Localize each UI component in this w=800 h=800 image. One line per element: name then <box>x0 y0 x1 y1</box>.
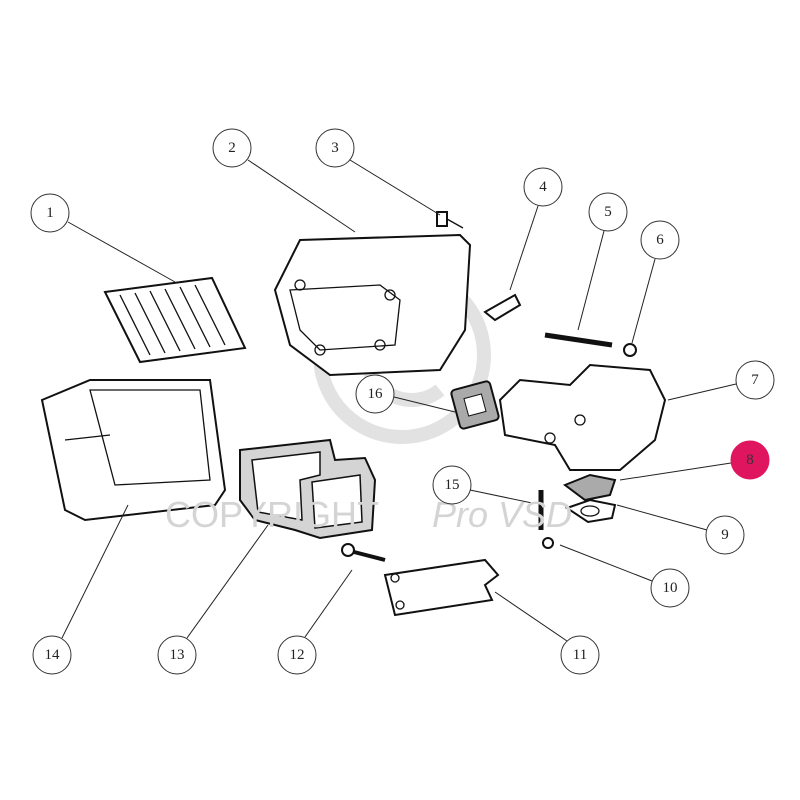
svg-text:13: 13 <box>170 647 185 663</box>
part-screw[interactable] <box>341 543 386 562</box>
callout-11[interactable]: 11 <box>560 635 600 675</box>
part-flange-gasket-lower[interactable] <box>564 498 617 524</box>
svg-text:5: 5 <box>604 204 612 220</box>
svg-text:1: 1 <box>46 205 54 221</box>
svg-text:7: 7 <box>751 372 759 388</box>
callout-15[interactable]: 15 <box>432 465 472 505</box>
watermark-text: COPYRIGHT <box>165 494 379 535</box>
callout-7[interactable]: 7 <box>735 360 775 400</box>
part-air-cleaner-housing[interactable] <box>273 233 472 377</box>
callout-5[interactable]: 5 <box>588 192 628 232</box>
svg-text:14: 14 <box>45 647 61 663</box>
part-flange-gasket[interactable] <box>562 473 617 502</box>
svg-text:15: 15 <box>445 477 460 493</box>
callout-12[interactable]: 12 <box>277 635 317 675</box>
callout-13[interactable]: 13 <box>157 635 197 675</box>
callout-2[interactable]: 2 <box>212 128 252 168</box>
part-clip[interactable] <box>483 293 522 322</box>
copyright-watermark: COPYRIGHT Pro VSD <box>165 494 572 535</box>
part-cover-plate[interactable] <box>383 558 500 617</box>
callout-9[interactable]: 9 <box>705 515 745 555</box>
callout-6[interactable]: 6 <box>640 220 680 260</box>
callout-3[interactable]: 3 <box>315 128 355 168</box>
svg-text:8: 8 <box>746 452 754 468</box>
svg-text:16: 16 <box>368 386 384 402</box>
part-manifold-elbow[interactable] <box>498 363 667 471</box>
svg-text:9: 9 <box>721 527 729 543</box>
callout-1[interactable]: 1 <box>30 193 70 233</box>
part-nut[interactable] <box>623 343 637 357</box>
callout-16[interactable]: 16 <box>355 374 395 414</box>
svg-text:12: 12 <box>290 647 305 663</box>
part-air-cleaner-cover[interactable] <box>40 379 227 522</box>
svg-text:4: 4 <box>539 179 547 195</box>
svg-text:6: 6 <box>656 232 664 248</box>
part-housing-gasket[interactable] <box>239 438 377 540</box>
svg-text:3: 3 <box>331 140 339 156</box>
callout-4[interactable]: 4 <box>523 167 563 207</box>
leader-lines <box>61 159 737 642</box>
part-air-filter-element[interactable] <box>103 276 247 364</box>
callout-8-highlighted[interactable]: 8 <box>730 440 770 480</box>
svg-text:10: 10 <box>663 580 678 596</box>
part-long-stud[interactable] <box>544 332 613 348</box>
callout-14[interactable]: 14 <box>32 635 72 675</box>
svg-text:2: 2 <box>228 140 236 156</box>
part-bolt[interactable] <box>436 211 464 229</box>
svg-text:11: 11 <box>573 647 587 663</box>
part-elbow-gasket[interactable] <box>450 380 500 430</box>
part-nut-small[interactable] <box>542 537 554 549</box>
callout-10[interactable]: 10 <box>650 568 690 608</box>
